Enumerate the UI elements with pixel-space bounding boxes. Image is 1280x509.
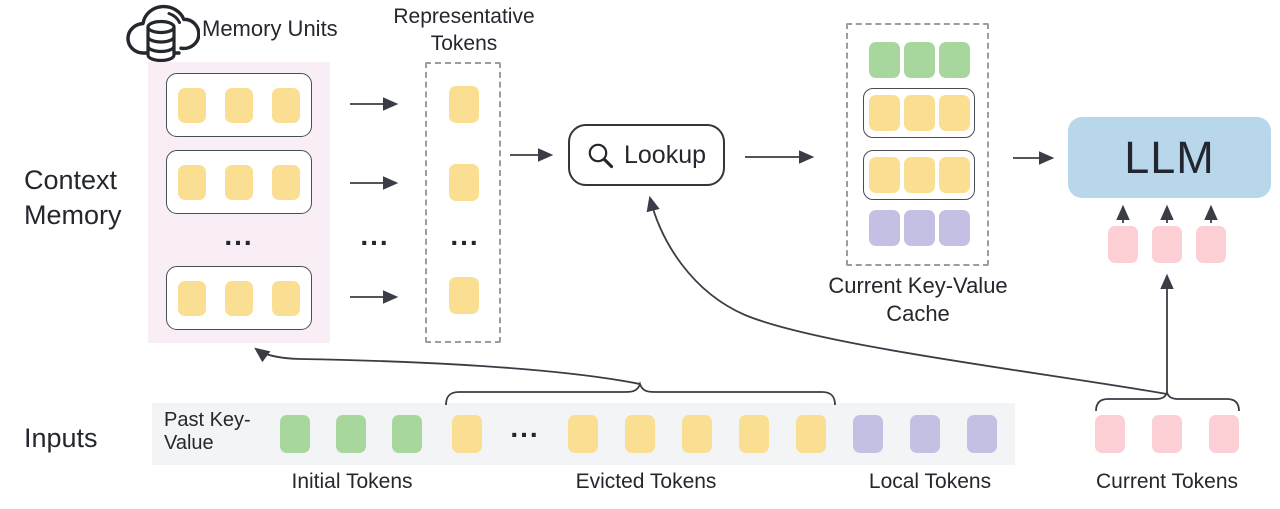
memory-ellipsis: ... [224,220,254,251]
inputs-label: Inputs [24,423,98,453]
cache-initial-tokens [904,42,935,78]
evicted-token [796,415,826,453]
memory-unit-tokens [178,164,206,200]
initial-token [392,415,422,453]
current-tokens-label: Current Tokens [1095,470,1239,493]
representative-token [449,86,479,123]
context-memory-box: ... [148,62,330,343]
evicted-token [568,415,598,453]
evicted-token [682,415,712,453]
cache-row-memory-unit [863,150,975,200]
representative-token [449,277,479,314]
current-tokens-brace [1095,391,1240,412]
context-memory-label: Context Memory [24,165,122,230]
local-token-group [853,415,997,453]
between-ellipsis: ... [360,220,390,251]
current-token [1209,415,1239,453]
past-kv-bar: Past Key-Value ... [152,403,1015,465]
cache-row-initial [848,42,991,78]
memory-unit-tokens [272,164,300,200]
local-token [967,415,997,453]
current-token-group [1095,415,1239,453]
memory-unit-tokens [225,280,253,316]
evicted-token [739,415,769,453]
cache-row-memory-unit [863,88,975,138]
cloud-database-icon [126,4,200,63]
lookup-button: Lookup [568,124,725,186]
current-token [1095,415,1125,453]
representative-ellipsis: ... [450,220,480,251]
evicted-tokens-brace [445,381,836,406]
representative-token [449,164,479,201]
initial-token [280,415,310,453]
representative-tokens-label: Representative Tokens [393,5,535,55]
local-token [853,415,883,453]
initial-token-group [280,415,422,453]
current-kv-cache-box [846,23,989,266]
evicted-token [452,415,482,453]
memory-unit-tokens [178,280,206,316]
cache-local-tokens [869,210,900,246]
initial-tokens-label: Initial Tokens [291,470,413,493]
llm-input-tokens [1108,226,1226,263]
local-tokens-label: Local Tokens [868,470,992,493]
representative-tokens-box: ... [425,62,501,343]
cache-local-tokens [904,210,935,246]
memory-unit-row [166,73,312,137]
initial-token [336,415,366,453]
evicted-token-first [452,415,482,453]
cache-memory-unit [868,95,900,131]
llm-input-token [1196,226,1226,263]
memory-unit-tokens [225,87,253,123]
llm-label: LLM [1124,131,1215,183]
llm-input-token [1108,226,1138,263]
input-bar-ellipsis: ... [510,412,540,443]
local-token [910,415,940,453]
memory-units-label: Memory Units [202,16,338,41]
cache-row-local [848,210,991,246]
lookup-label: Lookup [623,140,707,169]
magnifier-icon [588,143,614,168]
evicted-token [625,415,655,453]
cache-local-tokens [939,210,970,246]
cache-initial-tokens [939,42,970,78]
llm-input-token [1152,226,1182,263]
cache-memory-unit [868,157,900,193]
memory-unit-tokens [272,87,300,123]
cache-memory-unit [938,95,970,131]
current-token [1152,415,1182,453]
current-kv-cache-label: Current Key-Value Cache [828,273,1008,326]
memory-unit-tokens [272,280,300,316]
memory-unit-tokens [178,87,206,123]
past-key-value-label: Past Key-Value [164,409,251,454]
evicted-token-group [568,415,826,453]
cache-memory-unit [938,157,970,193]
memory-unit-tokens [225,164,253,200]
llm-box: LLM [1068,117,1271,198]
arrow-evicted-to-memory [254,347,641,385]
cache-memory-unit [903,95,935,131]
memory-unit-row [166,266,312,330]
cache-initial-tokens [869,42,900,78]
evicted-tokens-label: Evicted Tokens [575,470,717,493]
memory-unit-row [166,150,312,214]
cache-memory-unit [903,157,935,193]
